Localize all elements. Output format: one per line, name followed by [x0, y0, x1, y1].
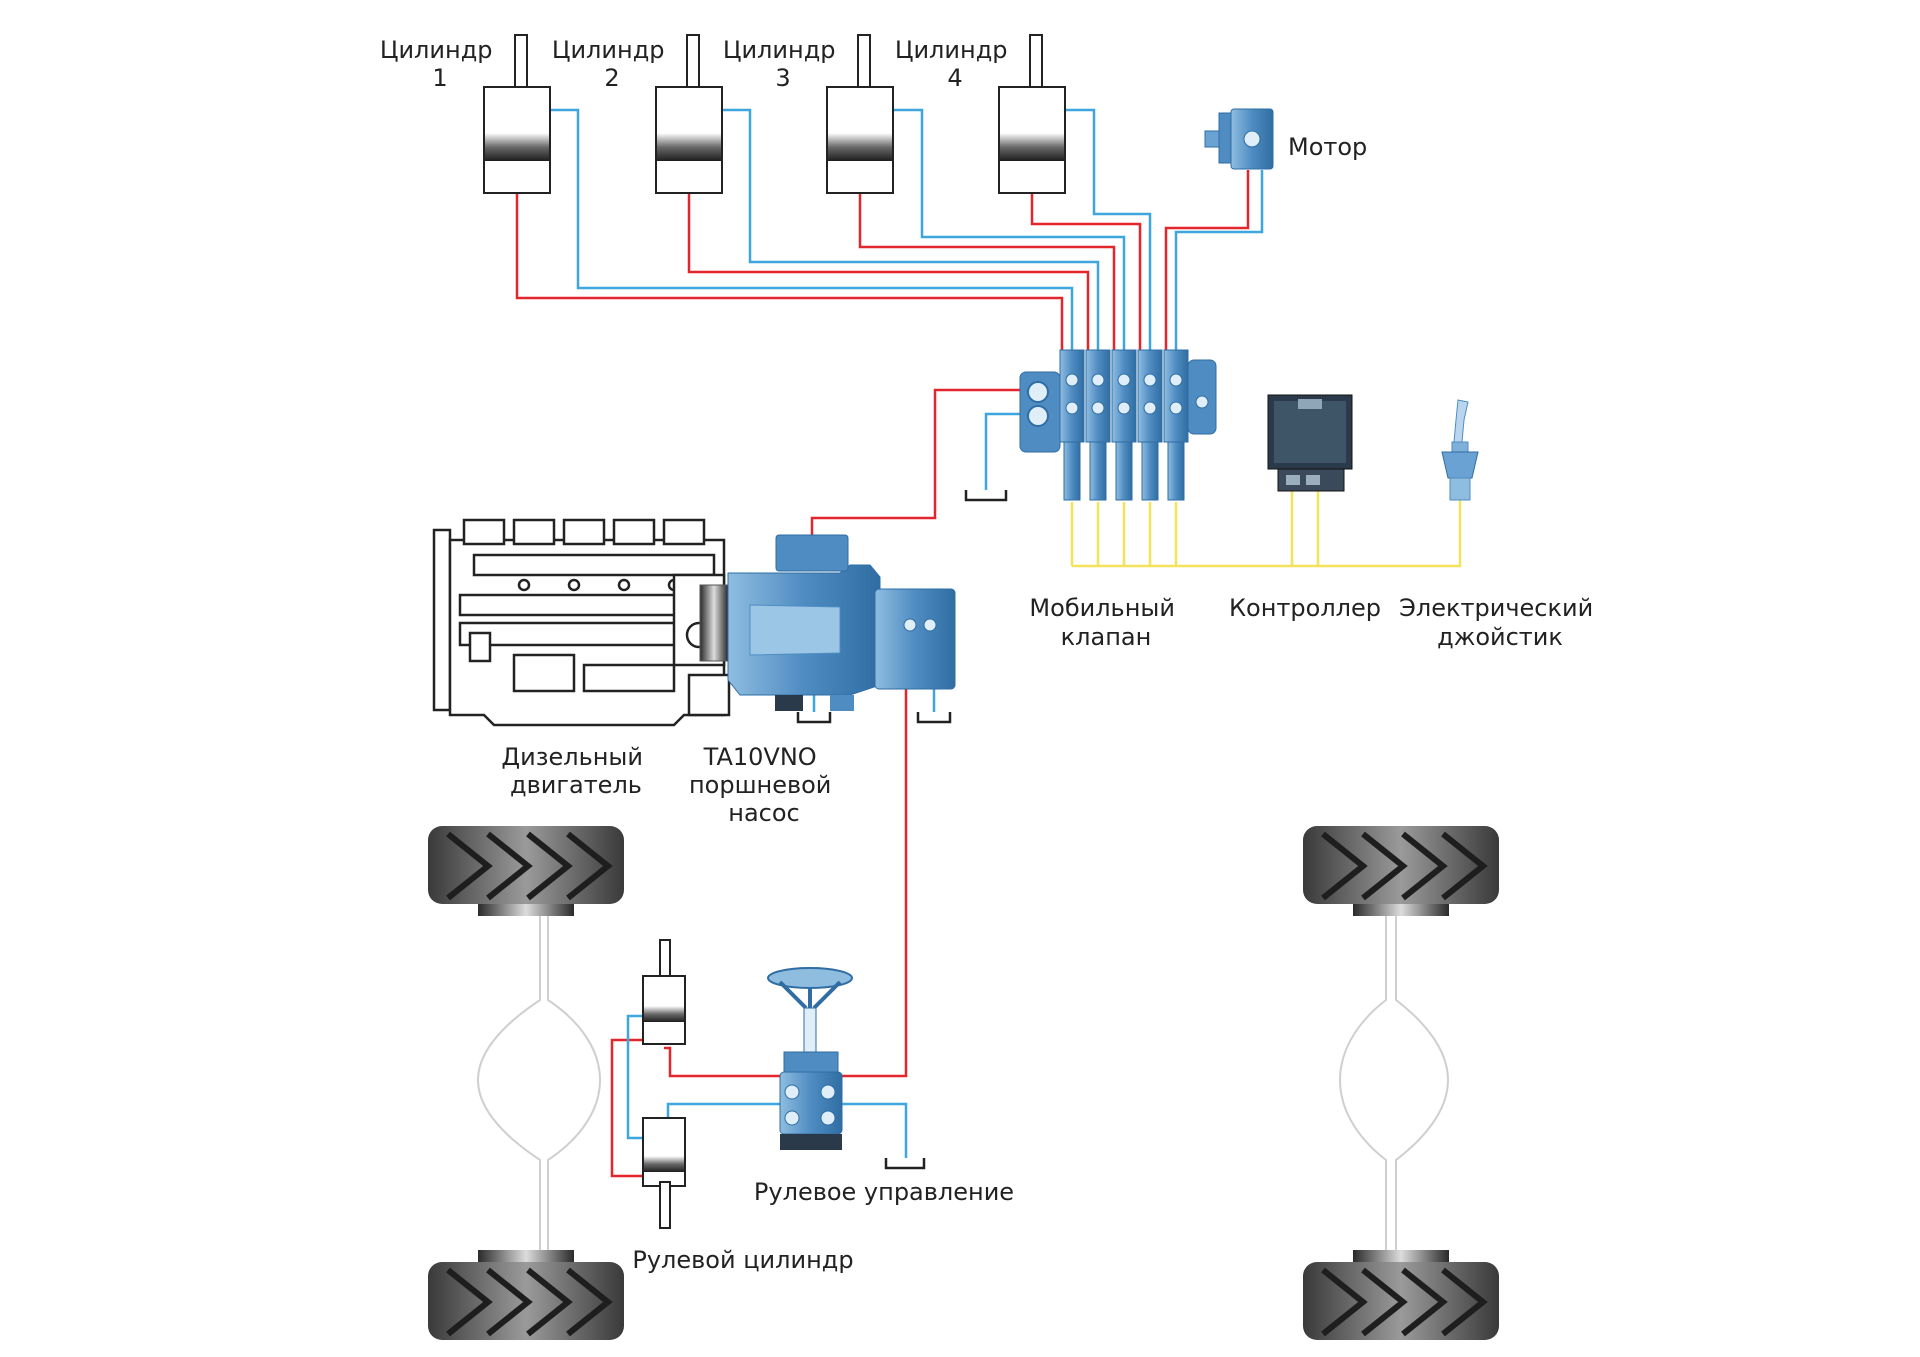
- hydraulic-cylinder-icon: [998, 34, 1066, 194]
- controller-label: Контроллер: [1229, 594, 1381, 622]
- return-line: [626, 1014, 643, 1140]
- rear-axle: [1338, 915, 1450, 1250]
- signal-line: [1070, 491, 1462, 568]
- wheel-front-left: [428, 826, 624, 916]
- steering-unit-icon: [767, 967, 853, 1150]
- tank-symbol-icon: [916, 712, 952, 724]
- piston-pump: [699, 534, 956, 711]
- engine-label: Дизельный двигатель: [501, 743, 650, 799]
- hydraulic-cylinder-icon: [642, 1117, 686, 1229]
- pressure-line: [515, 193, 1064, 352]
- diesel-engine: [432, 518, 731, 727]
- hydraulic-cylinder-icon: [483, 34, 551, 194]
- wheel-rear-right: [1303, 1250, 1499, 1340]
- cylinder-2-label: Цилиндр 2: [552, 36, 672, 92]
- return-line: [1065, 108, 1152, 352]
- tire-icon: [428, 1250, 624, 1340]
- steering-unit-label: Рулевое управление: [754, 1178, 1014, 1206]
- pressure-line: [1030, 193, 1142, 352]
- steering-cylinder-label: Рулевой цилиндр: [632, 1246, 853, 1274]
- hydraulic-cylinder-2: [655, 34, 723, 194]
- hydraulic-cylinder-1: [483, 34, 551, 194]
- tire-icon: [1303, 1250, 1499, 1340]
- wheel-front-right: [1303, 826, 1499, 916]
- motor-label: Мотор: [1288, 133, 1367, 161]
- return-line: [722, 108, 1100, 352]
- electric-joystick: [1441, 399, 1479, 501]
- return-line: [1174, 170, 1264, 352]
- tank-symbol-icon: [964, 490, 1008, 502]
- controller-unit-icon: [1267, 394, 1353, 492]
- hydraulic-cylinder-icon: [642, 939, 686, 1045]
- steering-cylinder-lower: [642, 1117, 686, 1229]
- pressure-line: [1164, 170, 1250, 352]
- joystick-label: Электрический джойстик: [1399, 594, 1601, 651]
- tank-symbol-icon: [884, 1158, 926, 1170]
- hydraulic-motor-icon: [1204, 108, 1274, 170]
- controller: [1267, 394, 1353, 492]
- mobile-valve-block-icon: [1019, 349, 1217, 501]
- hydraulic-cylinder-icon: [826, 34, 894, 194]
- pump-label: TA10VNO поршневой насос: [689, 743, 839, 827]
- steering-cylinder-upper: [642, 939, 686, 1045]
- mobile-valve-label: Мобильный клапан: [1029, 594, 1182, 651]
- cylinder-1-label: Цилиндр 1: [380, 36, 500, 92]
- return-line: [893, 108, 1126, 352]
- cylinder-4-label: Цилиндр 4: [895, 36, 1015, 92]
- hydraulic-cylinder-4: [998, 34, 1066, 194]
- cylinder-3-label: Цилиндр 3: [723, 36, 843, 92]
- tank-symbol-icon: [796, 712, 832, 724]
- front-axle: [476, 915, 602, 1250]
- mobile-valve: [1019, 349, 1217, 501]
- pressure-line: [858, 193, 1116, 352]
- tire-icon: [1303, 826, 1499, 916]
- pressure-line: [810, 388, 1038, 535]
- return-line: [842, 1102, 908, 1158]
- joystick-icon: [1441, 399, 1479, 501]
- hydraulic-cylinder-3: [826, 34, 894, 194]
- hydraulic-cylinder-icon: [655, 34, 723, 194]
- wheel-rear-left: [428, 1250, 624, 1340]
- hydraulic-motor: [1204, 108, 1274, 170]
- pressure-line: [842, 630, 908, 1078]
- pressure-line: [687, 193, 1090, 352]
- return-line: [550, 108, 1074, 352]
- tire-icon: [428, 826, 624, 916]
- piston-pump-icon: [699, 534, 956, 711]
- tank-symbols: [796, 490, 1008, 1170]
- diesel-engine-icon: [432, 518, 731, 727]
- steering-unit: [767, 967, 853, 1150]
- pressure-line: [664, 1046, 780, 1078]
